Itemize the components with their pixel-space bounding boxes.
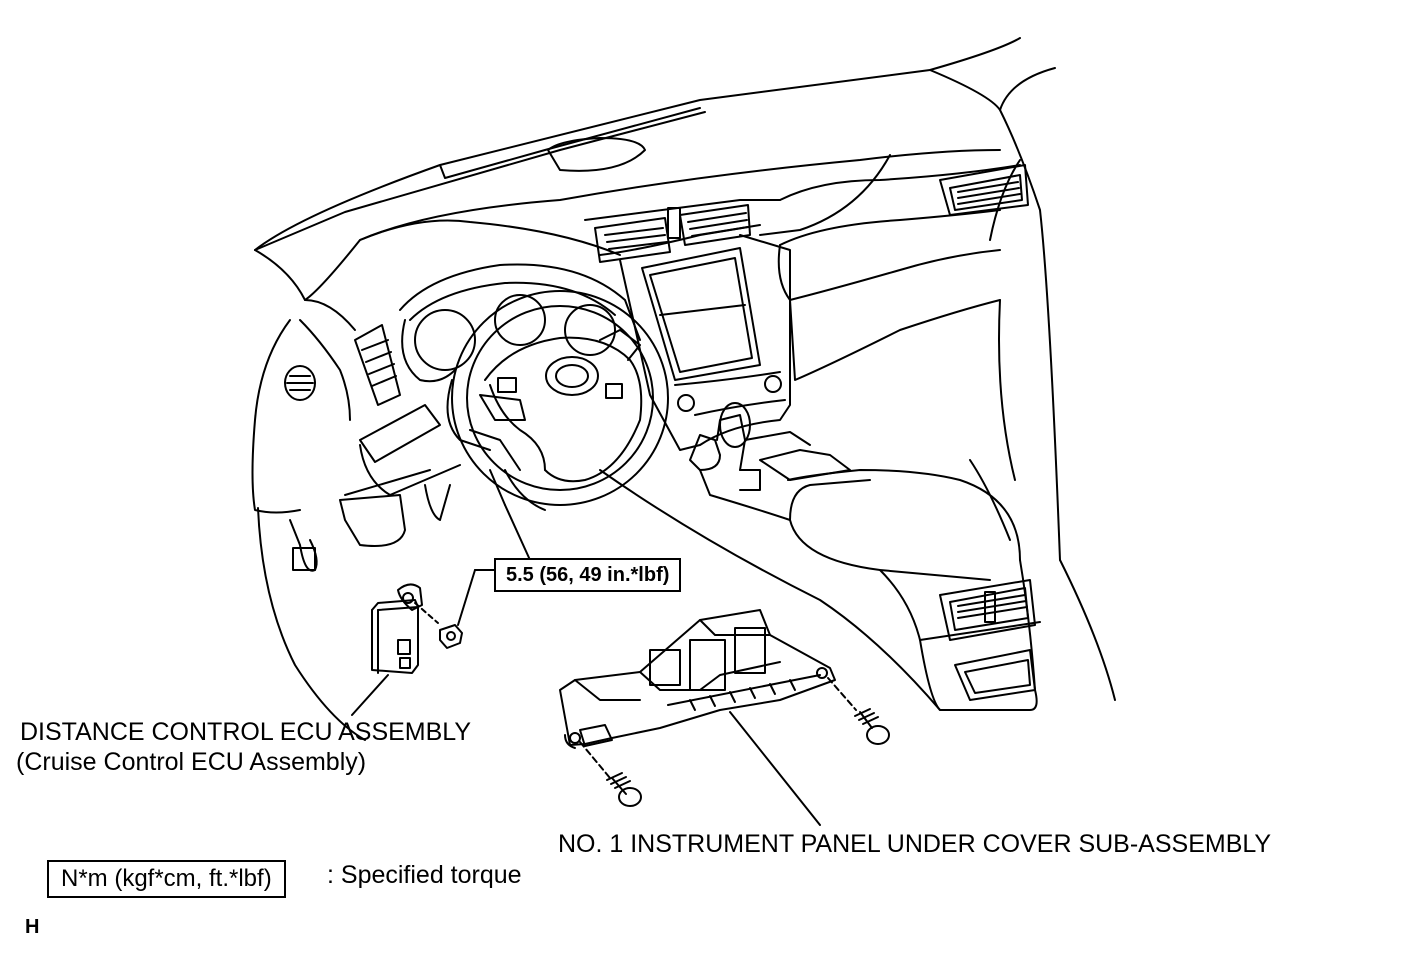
floor-lines <box>599 459 1116 711</box>
under-cover-label: NO. 1 INSTRUMENT PANEL UNDER COVER SUB-A… <box>558 830 1272 858</box>
right-dash <box>777 164 1029 481</box>
ecu-assembly-label: DISTANCE CONTROL ECU ASSEMBLY <box>20 718 472 746</box>
lower-left-dash <box>289 404 461 572</box>
ecu-nut <box>439 624 463 649</box>
center-stack <box>584 199 791 451</box>
torque-callout-leader <box>457 569 495 626</box>
left-air-vent <box>354 324 401 406</box>
column-leader <box>489 469 549 568</box>
cover-screw-right <box>827 677 890 745</box>
center-console <box>689 402 1041 711</box>
torque-callout-text: 5.5 (56, 49 in.*lbf) <box>506 564 670 586</box>
ecu-assembly-sublabel: (Cruise Control ECU Assembly) <box>16 748 367 776</box>
ecu-assembly-drawing <box>371 583 439 674</box>
dashboard-upper <box>254 109 1061 561</box>
legend-description: : Specified torque <box>327 861 522 889</box>
instrument-cluster <box>399 263 641 383</box>
torque-callout-box: 5.5 (56, 49 in.*lbf) <box>494 558 682 592</box>
left-side-panel <box>251 319 366 741</box>
steering-wheel <box>446 290 669 511</box>
legend-unit-text: N*m (kgf*cm, ft.*lbf) <box>61 865 272 892</box>
under-cover-drawing <box>559 609 836 749</box>
label-leaders <box>351 674 821 826</box>
windshield-frame <box>254 37 1056 251</box>
cover-screw-left <box>579 741 642 807</box>
figure-code: H <box>25 916 40 938</box>
legend-unit-box: N*m (kgf*cm, ft.*lbf) <box>47 860 286 898</box>
